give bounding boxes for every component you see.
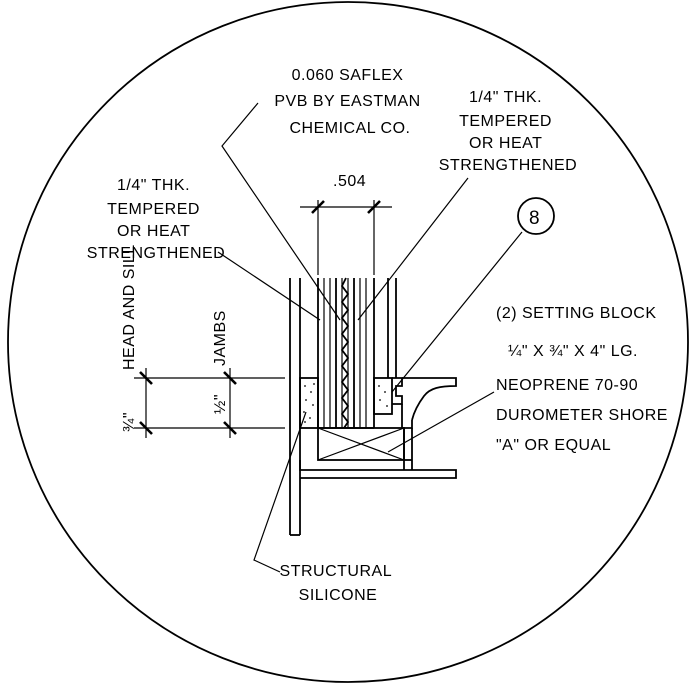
saflex-label: 0.060 SAFLEX PVB BY EASTMAN CHEMICAL CO. [274,67,425,137]
sill-frame [299,427,457,479]
jambs-fraction: ½" [212,394,229,414]
pvb-interlayer [340,277,350,429]
leader-lines [217,102,523,573]
detail-tag-circle [517,197,555,235]
right-glass-label: 1/4" THK. TEMPERED OR HEAT STRENGTHENED [439,89,577,174]
glass-assembly [289,277,397,536]
head-sill-fraction: ¾" [121,412,138,432]
detail-tag-number: 8 [529,208,540,229]
setting-block-label: (2) SETTING BLOCK ¼" X ¾" X 4" LG. NEOPR… [496,305,673,454]
jambs-label: JAMBS [212,310,229,366]
structural-silicone-bead [299,377,319,429]
structural-silicone-label: STRUCTURAL SILICONE [280,563,397,604]
dimension-left [134,368,285,438]
setting-block [317,427,405,461]
dimension-top: .504 [300,173,392,275]
left-glass-label: 1/4" THK. TEMPERED OR HEAT STRENGTHENED [87,177,225,262]
detail-boundary-circle [7,1,689,683]
dimension-504-label: .504 [333,173,366,190]
head-and-sill-label: HEAD AND SILL [121,244,138,370]
glazing-stop [373,377,457,470]
